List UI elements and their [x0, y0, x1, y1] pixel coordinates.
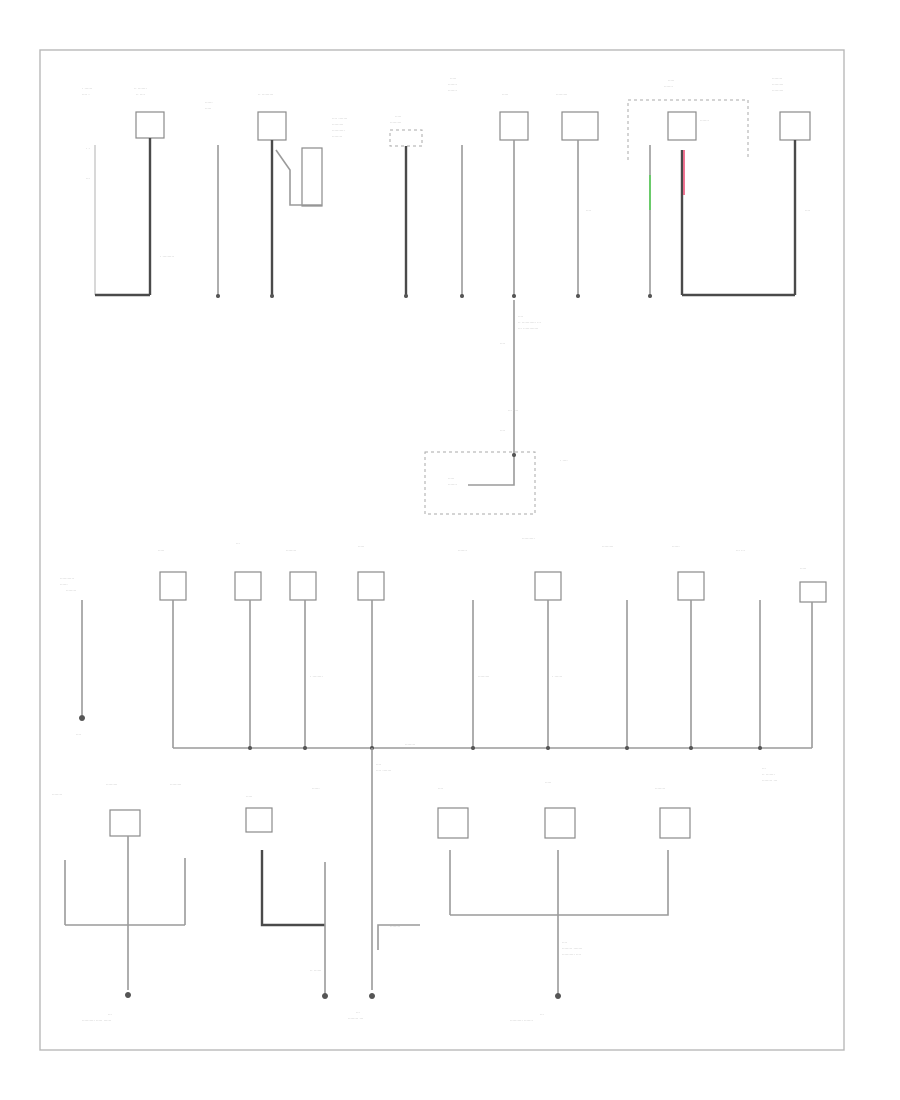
svg-text:·····: ····· — [205, 106, 211, 111]
svg-text:······: ······ — [60, 582, 68, 587]
svg-text:·········: ········· — [170, 782, 181, 787]
svg-text:·······: ······· — [458, 548, 467, 553]
svg-text:·········: ········· — [478, 674, 489, 679]
diagram-frame — [39, 49, 845, 1051]
component-top-8: ········· ···· — [556, 92, 599, 298]
svg-text:·········: ········· — [332, 122, 343, 127]
svg-text:·····: ····· — [545, 780, 551, 785]
svg-text:···: ··· — [762, 766, 766, 771]
component-top-10: ········ ········· ········· ···· — [772, 76, 811, 295]
svg-text:····: ···· — [586, 208, 591, 213]
svg-text:········: ········ — [52, 792, 62, 797]
component-top-3: ······ ····· — [205, 100, 220, 298]
svg-text:········ ···: ········ ··· — [762, 778, 777, 783]
svg-text:········ ···: ········ ··· — [348, 1016, 363, 1021]
svg-text:········: ········ — [390, 924, 400, 929]
svg-text:· ·········: · ········· — [160, 254, 174, 259]
svg-text:·· ·······: ·· ······· — [762, 772, 775, 777]
component-top-7: ····· — [499, 92, 529, 298]
svg-text:·· ····: ·· ···· — [136, 92, 145, 97]
svg-text:······: ······ — [312, 786, 320, 791]
svg-text:········: ········ — [66, 588, 76, 593]
component-top-2: ·· ······· ·· ···· · ········· — [95, 86, 174, 297]
svg-text:··· ············: ··· ············ — [518, 326, 538, 331]
svg-text:····: ···· — [438, 786, 443, 791]
svg-text:·······: ······· — [448, 482, 457, 487]
svg-text:·····: ····· — [246, 794, 252, 799]
svg-text:···: ··· — [236, 541, 240, 546]
svg-text:·········: ········· — [772, 82, 783, 87]
svg-text:········ ·······: ········ ······· — [562, 946, 582, 951]
component-top-5: ····· ········· — [389, 114, 423, 298]
svg-text:···: ··· — [86, 176, 90, 181]
svg-text:·········· ····: ·········· ···· — [562, 952, 581, 957]
svg-text:·········· ·······: ·········· ······· — [510, 1018, 533, 1023]
svg-text:····: ···· — [500, 341, 505, 346]
svg-text:··········: ·········· — [522, 536, 535, 541]
svg-text:········: ········ — [286, 548, 296, 553]
svg-text:·········· ····· ······: ·········· ····· ······ — [82, 1018, 111, 1023]
svg-text:· ······: · ······ — [82, 86, 92, 91]
svg-text:·····: ····· — [800, 566, 806, 571]
svg-text:·········: ········· — [106, 782, 117, 787]
svg-text:·········: ········· — [556, 92, 567, 97]
component-top-4: ·· ········· ···· ······· ········· ····… — [257, 92, 347, 298]
svg-text:·········: ········· — [772, 88, 783, 93]
svg-text:········: ········ — [405, 742, 415, 747]
svg-text:········: ········ — [772, 76, 782, 81]
svg-text:·····: ····· — [668, 78, 674, 83]
svg-text:···· ·: ···· · — [82, 92, 90, 97]
bottom-row-components: ········ ········· ········· ··· ·······… — [52, 748, 691, 1023]
svg-text:··· ····: ··· ···· — [508, 408, 518, 413]
svg-text:·· ··········· ···: ·· ··········· ··· — [518, 320, 541, 325]
svg-text:· ········: · ········ — [310, 674, 323, 679]
svg-text:· ······: · ······ — [552, 674, 562, 679]
svg-text:·····: ····· — [502, 92, 508, 97]
svg-text:······: ······ — [205, 100, 213, 105]
svg-text:·······: ······· — [700, 118, 709, 123]
svg-text:···: ··· — [108, 1012, 112, 1017]
component-mid-left: ··········· ······ ········ ···· — [60, 576, 85, 737]
svg-text:····: ···· — [376, 762, 381, 767]
svg-text:··········: ·········· — [332, 128, 345, 133]
middle-row-components: ··········· ······ ········ ···· — [60, 536, 827, 783]
svg-text:········: ········ — [332, 134, 342, 139]
svg-text:·· ·······: ·· ······· — [134, 86, 147, 91]
svg-text:··· ···: ··· ··· — [736, 548, 745, 553]
svg-text:····: ···· — [518, 314, 523, 319]
svg-text:····: ···· — [805, 208, 810, 213]
svg-text:········: ········ — [655, 786, 665, 791]
svg-text:···· ·······: ···· ······· — [376, 768, 391, 773]
svg-text:·····: ····· — [448, 476, 454, 481]
svg-text:···: ··· — [540, 1012, 544, 1017]
svg-text:···· ·······: ···· ······· — [332, 116, 347, 121]
svg-text:·········: ········· — [602, 544, 613, 549]
component-top-9: ····· ······· ······· — [627, 78, 795, 298]
svg-text:·········: ········· — [390, 120, 401, 125]
svg-text:·····: ····· — [158, 548, 164, 553]
svg-text:·······: ······· — [448, 82, 457, 87]
svg-text:·····: ····· — [358, 544, 364, 549]
component-top-6: ····· ······· ······· — [448, 76, 464, 298]
center-trunk: ···· ·· ··········· ··· ··· ············… — [424, 300, 568, 515]
svg-text:·······: ······· — [448, 88, 457, 93]
svg-text:····: ···· — [562, 940, 567, 945]
svg-text:·····: ····· — [450, 76, 456, 81]
svg-text:·· ·········: ·· ········· — [258, 92, 273, 97]
top-row-components: · ······ ···· · · · ··· ·· ······· ·· ··… — [82, 76, 811, 298]
svg-text:· ·: · · — [86, 146, 90, 151]
component-top-1: · ······ ···· · · · ··· — [82, 86, 96, 295]
svg-text:·· ······: ·· ······ — [310, 968, 321, 973]
svg-text:······: ······ — [672, 544, 680, 549]
svg-text:·······: ······· — [664, 84, 673, 89]
svg-text:···········: ··········· — [60, 576, 74, 581]
svg-text:····: ···· — [76, 732, 81, 737]
svg-text:····: ···· — [500, 428, 505, 433]
svg-text:· ····: · ···· — [560, 458, 568, 463]
svg-text:···: ··· — [356, 1010, 360, 1015]
svg-text:·····: ····· — [395, 114, 401, 119]
